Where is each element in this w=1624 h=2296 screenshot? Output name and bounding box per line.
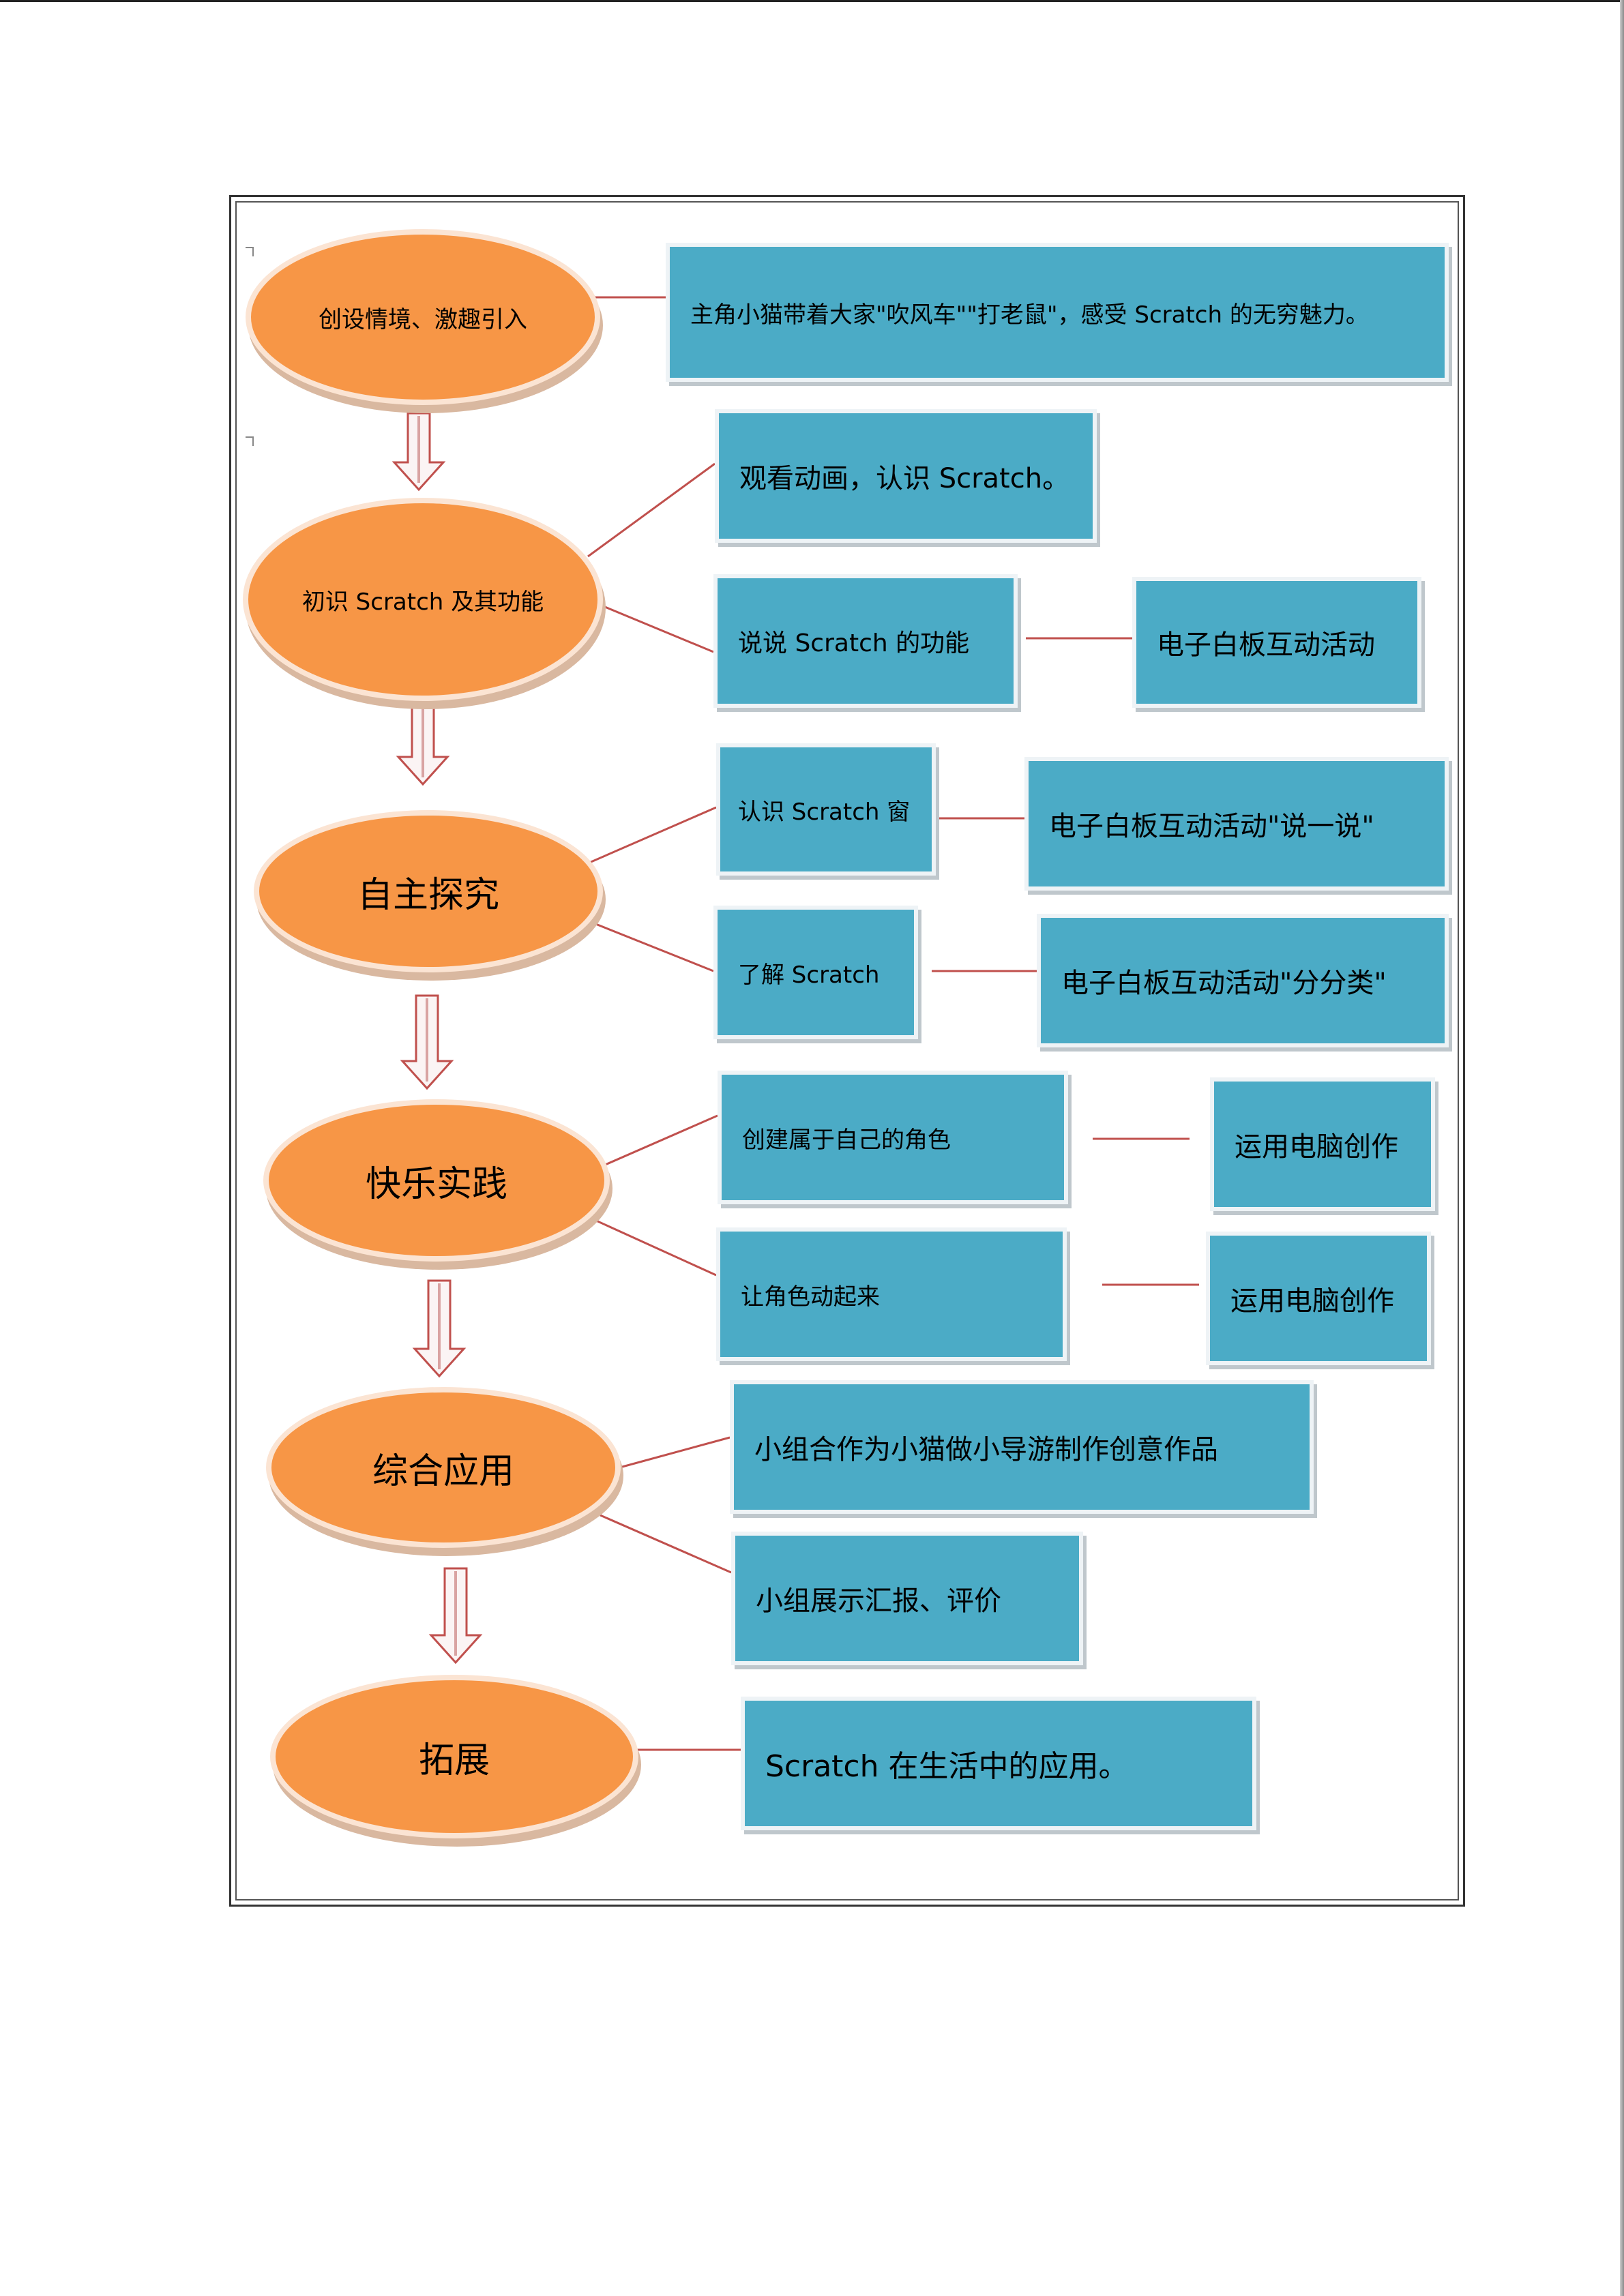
connector-s2-a3 — [585, 597, 714, 653]
stage-oval-6: 拓展 — [270, 1675, 638, 1838]
activity-label: 认识 Scratch 窗 — [738, 798, 911, 826]
activity-label: 小组展示汇报、评价 — [756, 1585, 1001, 1617]
activity-box-3: 说说 Scratch 的功能 — [713, 574, 1018, 708]
activity-label: 创建属于自己的角色 — [742, 1126, 951, 1154]
activity-label: Scratch 在生活中的应用。 — [765, 1749, 1129, 1784]
connector-s4-a6 — [586, 1114, 718, 1174]
stage-label: 快乐实践 — [365, 1163, 507, 1205]
activity-box-5: 了解 Scratch — [713, 906, 918, 1039]
connector-s5-a9 — [600, 1514, 732, 1574]
activity-label: 电子白板互动活动"分分类" — [1061, 968, 1387, 999]
activity-box-5b: 电子白板互动活动"分分类" — [1037, 914, 1449, 1047]
activity-label: 电子白板互动活动 — [1157, 629, 1375, 661]
stage-oval-2: 初识 Scratch 及其功能 — [243, 498, 603, 701]
stage-oval-5: 综合应用 — [266, 1387, 621, 1548]
activity-box-9: 小组展示汇报、评价 — [731, 1532, 1083, 1665]
activity-label: 运用电脑创作 — [1235, 1131, 1398, 1163]
stage-oval-3: 自主探究 — [254, 810, 603, 972]
paragraph-mark — [246, 247, 254, 256]
connector-s3-a5 — [570, 912, 714, 972]
connector-s5-a8 — [609, 1436, 730, 1472]
page-top-border — [0, 0, 1624, 2]
activity-label: 主角小猫带着大家"吹风车""打老鼠"，感受 Scratch 的无穷魅力。 — [690, 301, 1369, 329]
paragraph-mark — [246, 436, 254, 446]
stage-label: 综合应用 — [372, 1450, 514, 1492]
stage-oval-4: 快乐实践 — [263, 1099, 610, 1262]
activity-label: 观看动画，认识 Scratch。 — [739, 463, 1070, 494]
stage-label: 自主探究 — [357, 874, 499, 916]
activity-label: 让角色动起来 — [741, 1283, 880, 1311]
connector-s4-a7 — [580, 1212, 717, 1277]
stage-label: 创设情境、激趣引入 — [319, 305, 527, 333]
activity-label: 电子白板互动活动"说一说" — [1049, 811, 1374, 842]
activity-box-7b: 运用电脑创作 — [1206, 1232, 1431, 1365]
stage-oval-1: 创设情境、激趣引入 — [246, 229, 600, 405]
activity-label: 了解 Scratch — [738, 961, 880, 989]
connector-s3-a4 — [578, 806, 717, 869]
activity-label: 说说 Scratch 的功能 — [738, 629, 970, 657]
activity-box-7: 让角色动起来 — [716, 1227, 1067, 1361]
activity-box-3b: 电子白板互动活动 — [1132, 577, 1421, 708]
stage-label: 初识 Scratch 及其功能 — [301, 588, 544, 616]
activity-box-1: 主角小猫带着大家"吹风车""打老鼠"，感受 Scratch 的无穷魅力。 — [666, 243, 1449, 382]
activity-label: 小组合作为小猫做小导游制作创意作品 — [754, 1434, 1218, 1465]
activity-box-2: 观看动画，认识 Scratch。 — [715, 409, 1097, 543]
stage-label: 拓展 — [418, 1740, 490, 1781]
diagram-frame-inner — [235, 201, 1459, 1900]
activity-label: 运用电脑创作 — [1230, 1285, 1394, 1317]
activity-box-6b: 运用电脑创作 — [1210, 1077, 1435, 1211]
activity-box-4: 认识 Scratch 窗 — [716, 743, 936, 876]
diagram-frame-outer — [229, 195, 1465, 1907]
activity-box-4b: 电子白板互动活动"说一说" — [1024, 757, 1449, 891]
activity-box-10: Scratch 在生活中的应用。 — [741, 1697, 1256, 1830]
connector-s2-a2 — [587, 462, 715, 558]
activity-box-8: 小组合作为小猫做小导游制作创意作品 — [730, 1380, 1314, 1514]
page-right-edge — [1620, 0, 1624, 2296]
activity-box-6: 创建属于自己的角色 — [718, 1071, 1068, 1204]
